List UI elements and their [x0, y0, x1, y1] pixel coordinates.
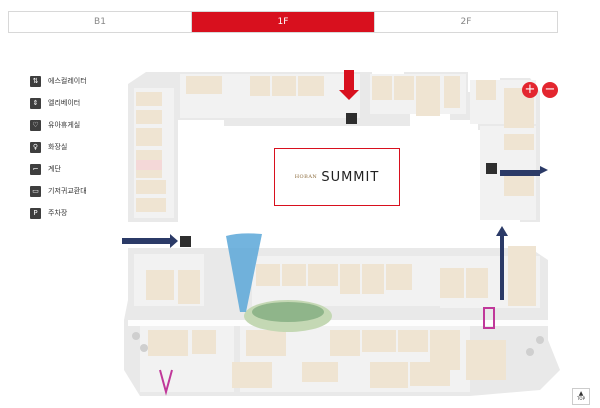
tab-1f[interactable]: 1F — [192, 12, 375, 32]
legend-item: ♡ 유아휴게실 — [30, 114, 87, 136]
zoom-out-button[interactable]: − — [542, 82, 558, 98]
logo-main: SUMMIT — [321, 169, 380, 185]
lower-shops — [146, 246, 536, 388]
legend-item: P 주차장 — [30, 202, 87, 224]
floor-tabs: B1 1F 2F — [8, 11, 558, 33]
map-legend: ⇅ 에스컬레이터 ⇕ 엘리베이터 ♡ 유아휴게실 ♀ 화장실 ⌐ 계단 ▭ 기저귀교환대 P 주차장 — [30, 70, 87, 224]
legend-item: ⇅ 에스컬레이터 — [30, 70, 87, 92]
legend-label: 에스컬레이터 — [48, 77, 87, 85]
legend-label: 계단 — [48, 165, 61, 173]
elevator-icon: ⇕ — [30, 97, 41, 109]
tab-2f[interactable]: 2F — [460, 17, 472, 27]
apt-entrance-arrow — [339, 70, 359, 100]
nursing-room-icon: ♡ — [30, 119, 41, 131]
tab-b1[interactable]: B1 — [9, 12, 192, 32]
top-label: TOP — [576, 396, 585, 401]
diaper-table-icon: ▭ — [30, 185, 41, 197]
parking-icon: P — [30, 207, 41, 219]
legend-label: 기저귀교환대 — [48, 187, 87, 195]
scroll-top-button[interactable]: ▲ TOP — [572, 388, 590, 405]
restroom-icon: ♀ — [30, 141, 41, 153]
escalator-icon: ⇅ — [30, 75, 41, 87]
legend-item: ▭ 기저귀교환대 — [30, 180, 87, 202]
legend-item: ⌐ 계단 — [30, 158, 87, 180]
zoom-in-button[interactable]: + — [522, 82, 538, 98]
hoban-summit-logo: HOBAN SUMMIT — [274, 148, 400, 206]
legend-label: 주차장 — [48, 209, 68, 217]
logo-prefix: HOBAN — [294, 174, 318, 180]
stairs-icon: ⌐ — [30, 163, 41, 175]
legend-label: 유아휴게실 — [48, 121, 81, 129]
legend-label: 엘리베이터 — [48, 99, 81, 107]
legend-label: 화장실 — [48, 143, 68, 151]
legend-item: ⇕ 엘리베이터 — [30, 92, 87, 114]
upper-shops — [136, 76, 534, 212]
chevron-up-icon: ▲ — [578, 390, 584, 397]
parking-markers — [180, 113, 497, 247]
legend-item: ♀ 화장실 — [30, 136, 87, 158]
